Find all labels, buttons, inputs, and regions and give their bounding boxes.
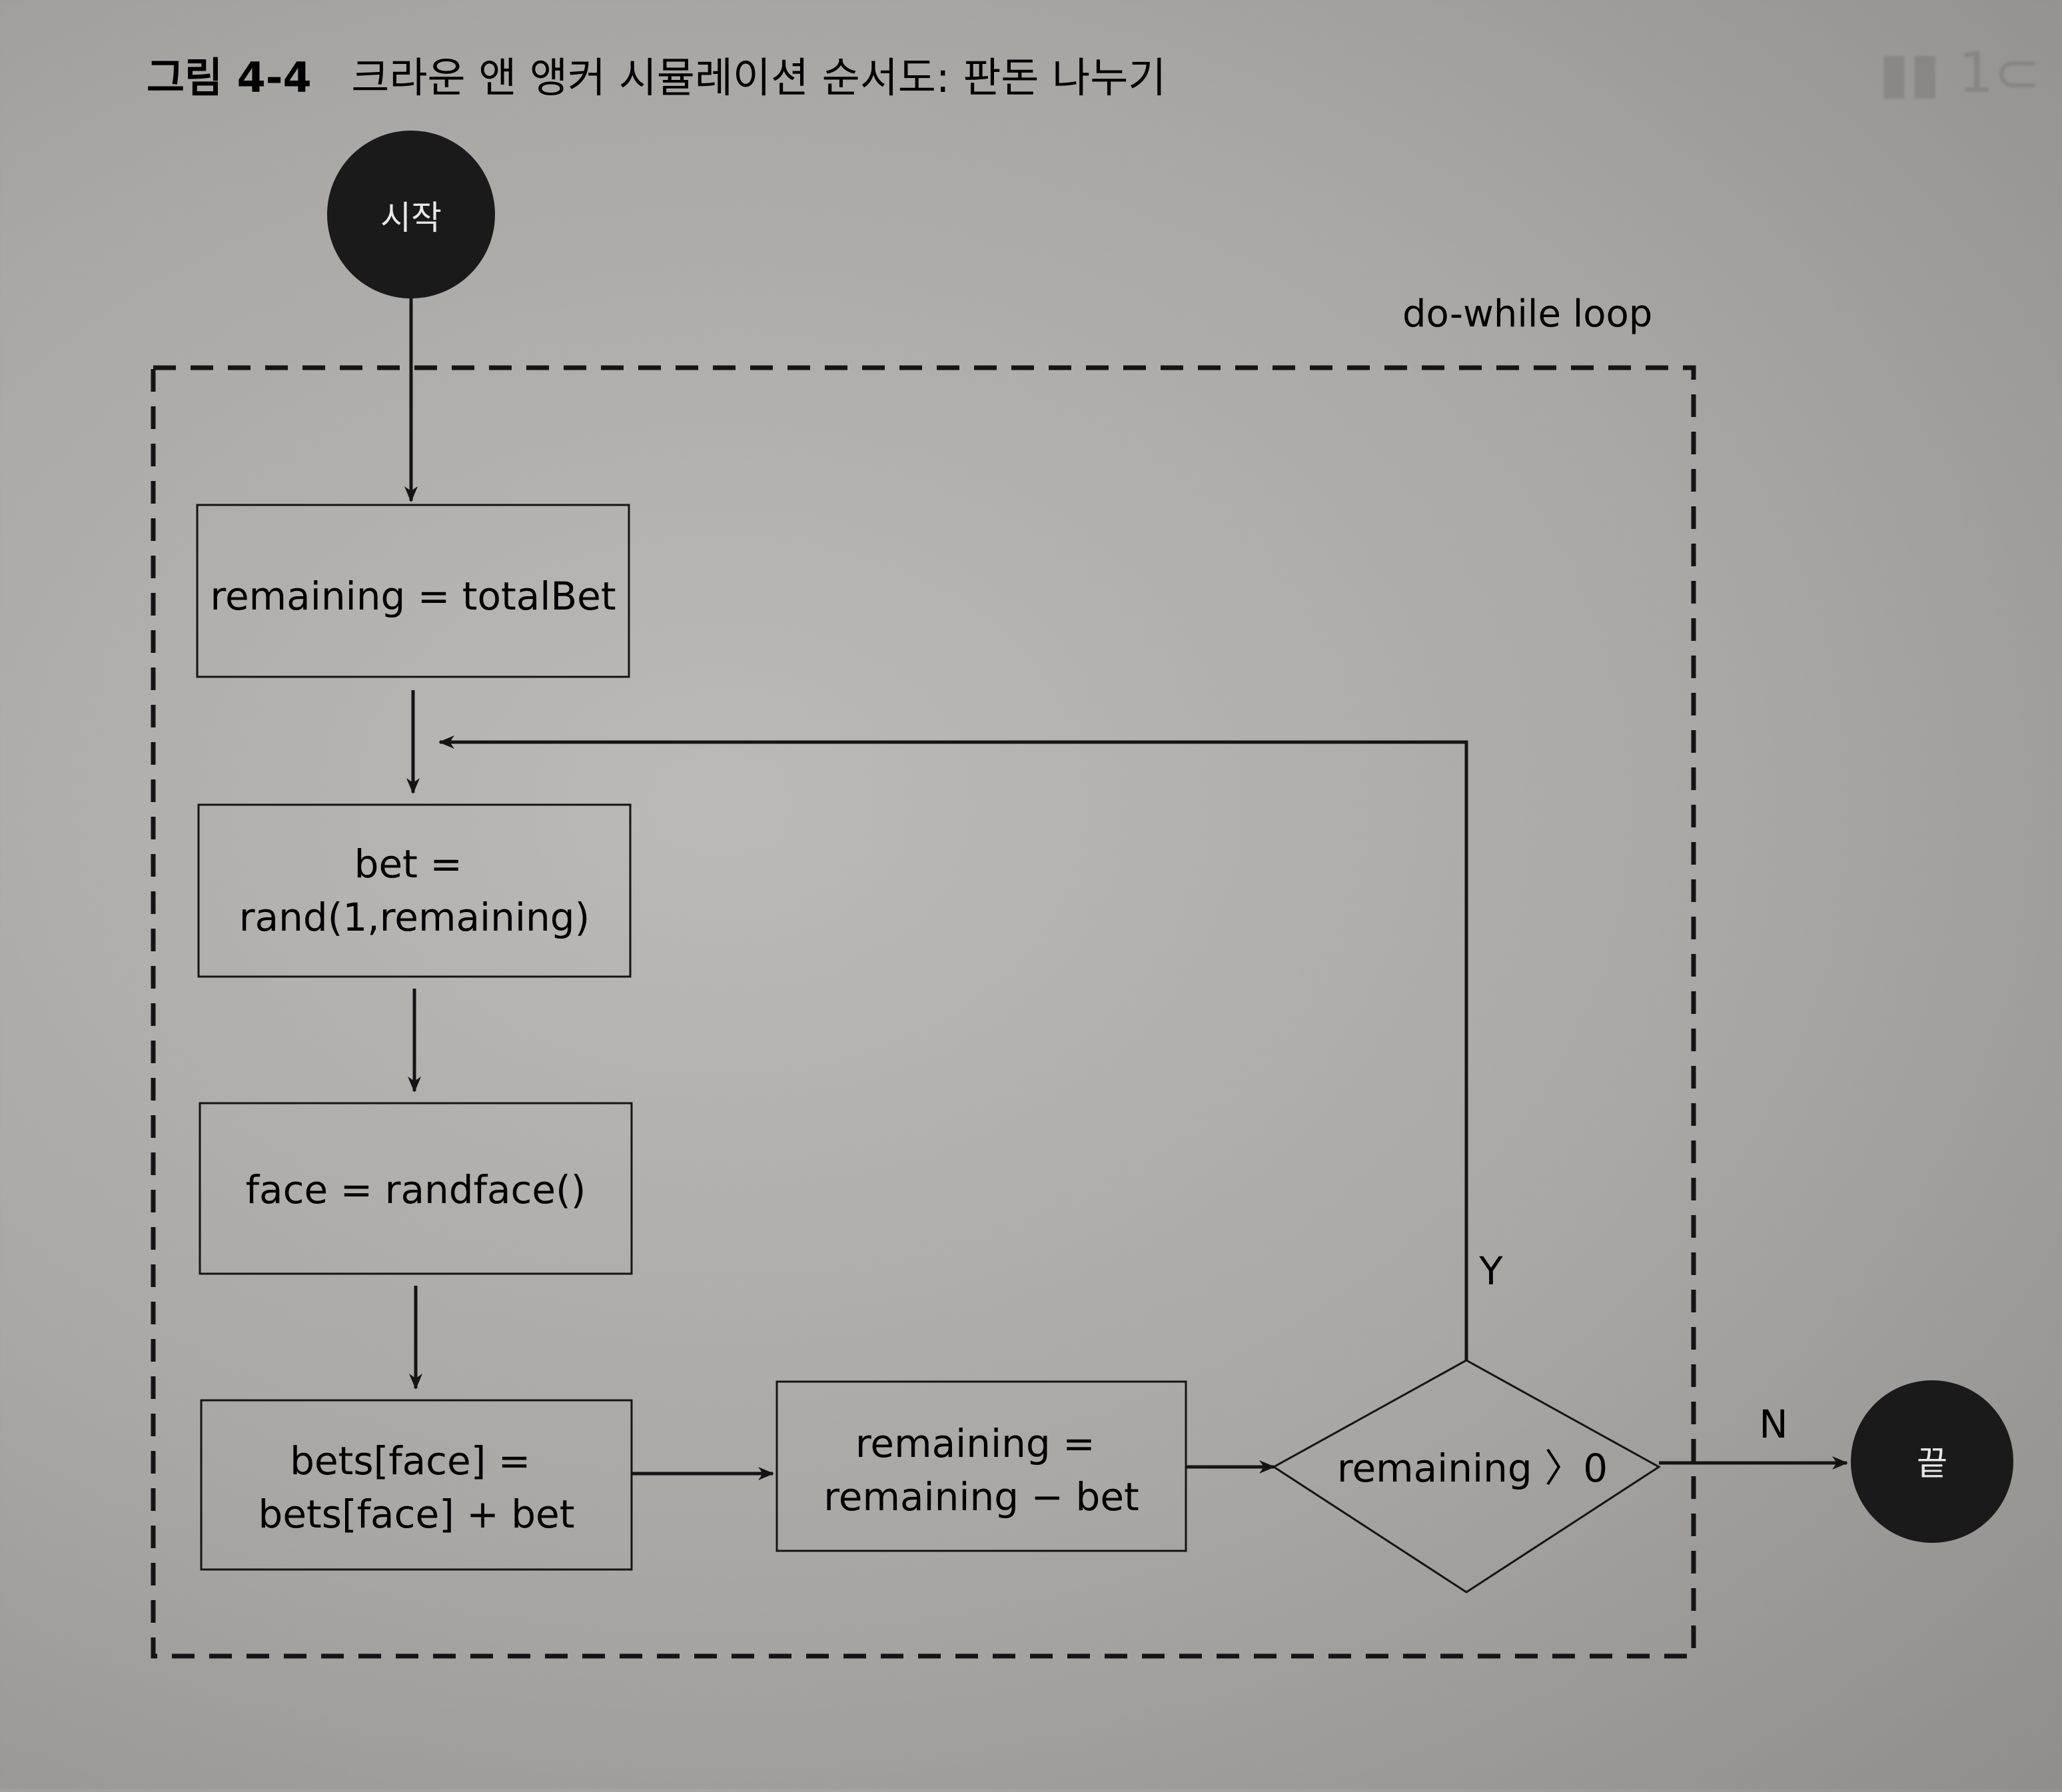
init-label: remaining = totalBet (210, 574, 616, 619)
update-node: remaining = remaining − bet (775, 1380, 1187, 1552)
update-label: remaining = remaining − bet (823, 1421, 1139, 1520)
init-box (196, 504, 630, 678)
loop-label: do-while loop (1402, 292, 1652, 336)
start-label: 시작 (380, 199, 442, 237)
init-node: remaining = totalBet (196, 504, 630, 678)
caption-text: 크라운 앤 앵커 시뮬레이션 순서도: 판돈 나누기 (351, 53, 1166, 102)
show-through-text: ▮▮ 1⊂ (1879, 40, 2041, 105)
arrow-loop-back-yes (438, 735, 1468, 1360)
decision-diamond (1272, 1359, 1661, 1593)
end-node: 끝 (1851, 1380, 2013, 1543)
bets-line-1: bets[face] = (290, 1438, 530, 1484)
bet-box (197, 803, 632, 978)
bet-label: bet = rand(1,remaining) (239, 841, 590, 940)
update-box (775, 1380, 1187, 1552)
bets-line-2: bets[face] + bet (258, 1492, 575, 1537)
bet-node: bet = rand(1,remaining) (197, 803, 632, 978)
face-line-1: face = randface() (246, 1167, 586, 1212)
decision-label: remaining 〉0 (1337, 1446, 1608, 1491)
face-node: face = randface() (199, 1102, 633, 1275)
start-circle (327, 131, 495, 298)
yes-label: Y (1478, 1248, 1503, 1294)
figure-caption: 그림 4-4 크라운 앤 앵커 시뮬레이션 순서도: 판돈 나누기 (147, 53, 1166, 102)
start-node: 시작 (327, 131, 495, 298)
face-box (199, 1102, 633, 1275)
caption-label: 그림 4-4 (147, 53, 312, 102)
init-line-1: remaining = totalBet (210, 574, 616, 619)
bets-label: bets[face] = bets[face] + bet (258, 1438, 575, 1537)
end-circle (1851, 1380, 2013, 1543)
update-line-2: remaining − bet (823, 1474, 1139, 1520)
loop-boundary (151, 365, 1696, 1659)
update-line-1: remaining = (855, 1421, 1095, 1466)
bets-box (200, 1399, 633, 1571)
bet-line-2: rand(1,remaining) (239, 895, 590, 940)
end-label: 끝 (1917, 1444, 1947, 1483)
bet-line-1: bet = (354, 841, 462, 887)
face-label: face = randface() (246, 1167, 586, 1212)
bets-node: bets[face] = bets[face] + bet (200, 1399, 633, 1571)
no-label: N (1759, 1402, 1788, 1447)
decision-node: remaining 〉0 (1272, 1359, 1661, 1593)
